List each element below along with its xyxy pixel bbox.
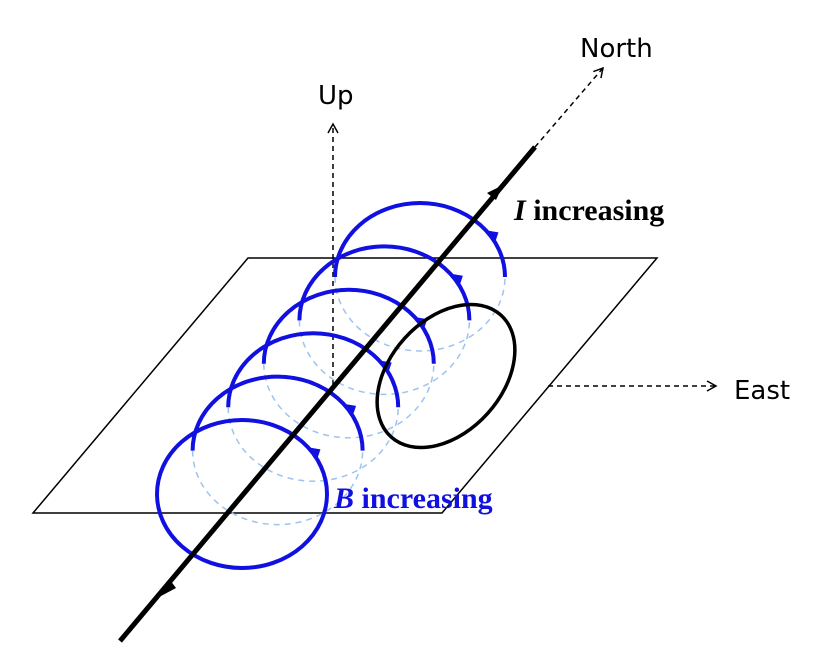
field-loop-lower-arc bbox=[334, 276, 506, 352]
field-loop-lower-arc bbox=[191, 450, 364, 526]
field-loop-upper-arc bbox=[155, 418, 329, 495]
field-loop-upper-arc bbox=[297, 244, 472, 321]
field-loop-lower-arc bbox=[263, 363, 435, 439]
field-direction-arrow bbox=[486, 230, 499, 245]
field-label: B increasing bbox=[333, 482, 493, 515]
field-direction-arrow bbox=[450, 273, 463, 288]
field-loop-upper-arc bbox=[333, 201, 507, 278]
wire-arrow-upper bbox=[487, 185, 503, 200]
current-wire bbox=[118, 145, 537, 643]
current-label: I increasing bbox=[513, 194, 664, 227]
field-direction-arrow bbox=[344, 403, 357, 418]
north-label: North bbox=[580, 34, 653, 64]
north-axis bbox=[534, 66, 605, 148]
wire-arrow-lower bbox=[161, 580, 176, 596]
horizontal-plane bbox=[31, 257, 659, 514]
field-direction-arrow bbox=[308, 447, 321, 462]
field-loop-lower-arc bbox=[227, 407, 399, 482]
up-label: Up bbox=[318, 81, 354, 111]
east-label: East bbox=[734, 376, 790, 406]
field-loop-lower-arc bbox=[298, 320, 471, 396]
field-loop-lower-arc bbox=[155, 493, 329, 570]
field-loop-upper-arc bbox=[190, 374, 365, 451]
field-loop-upper-arc bbox=[226, 331, 401, 408]
conducting-loop bbox=[375, 302, 517, 450]
field-loop-upper-arc bbox=[261, 287, 436, 364]
